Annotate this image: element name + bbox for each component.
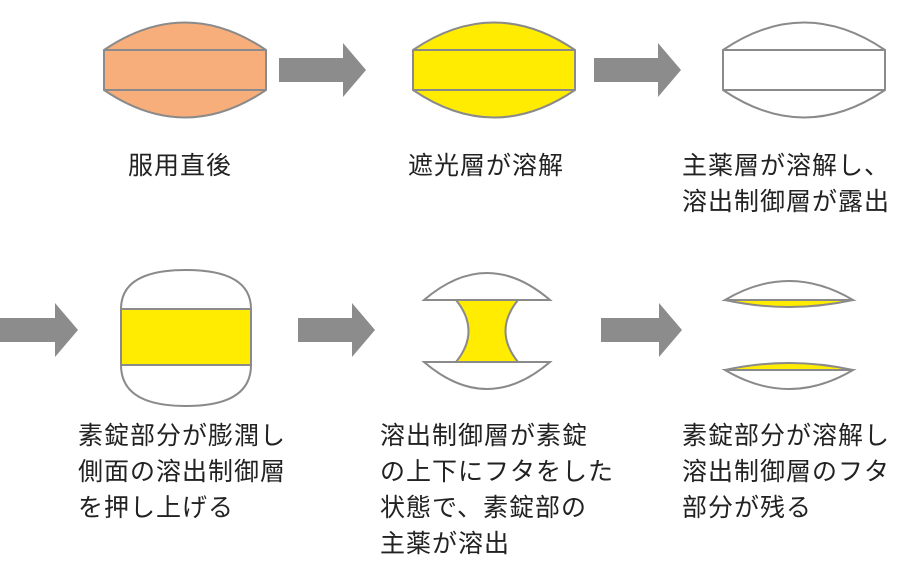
arrow-right-icon xyxy=(601,303,682,357)
step-1-caption: 服用直後 xyxy=(128,148,232,184)
step-3-caption: 主薬層が溶解し、 溶出制御層が露出 xyxy=(682,148,890,220)
step-2-caption: 遮光層が溶解 xyxy=(408,148,564,184)
tablet-immediate xyxy=(103,21,267,119)
caption-line: 素錠部分が溶解し xyxy=(682,421,891,450)
caption-line: 溶出制御層が素錠 xyxy=(380,421,589,450)
arrow-right-icon xyxy=(594,43,681,97)
tablet-control-layer-exposed xyxy=(722,21,886,119)
step-5-caption: 溶出制御層が素錠 の上下にフタをした 状態で、素錠部の 主薬が溶出 xyxy=(380,418,614,562)
caption-line: 主薬が溶出 xyxy=(380,529,511,558)
caption-line: 服用直後 xyxy=(128,151,233,180)
tablet-shield-dissolved xyxy=(412,21,576,119)
caption-line: 素錠部分が膨潤し xyxy=(78,421,287,450)
step-4-caption: 素錠部分が膨潤し 側面の溶出制御層 を押し上げる xyxy=(78,418,286,526)
arrow-right-icon xyxy=(279,43,366,97)
caption-line: の上下にフタをした xyxy=(380,457,615,486)
caption-line: 遮光層が溶解 xyxy=(408,151,565,180)
tablet-capped-releasing xyxy=(421,272,553,390)
arrow-right-icon xyxy=(0,303,78,357)
tablet-core-swelling xyxy=(119,268,253,408)
arrow-right-icon xyxy=(298,303,375,357)
caption-line: 部分が残る xyxy=(682,493,813,522)
caption-line: 側面の溶出制御層 xyxy=(78,457,287,486)
caption-line: 溶出制御層のフタ xyxy=(682,457,891,486)
caption-line: 状態で、素錠部の xyxy=(380,493,588,522)
caption-line: 主薬層が溶解し、 xyxy=(682,151,891,180)
caption-line: 溶出制御層が露出 xyxy=(682,187,891,216)
caption-line: を押し上げる xyxy=(78,493,235,522)
tablet-caps-remaining xyxy=(721,280,857,390)
step-6-caption: 素錠部分が溶解し 溶出制御層のフタ 部分が残る xyxy=(682,418,890,526)
